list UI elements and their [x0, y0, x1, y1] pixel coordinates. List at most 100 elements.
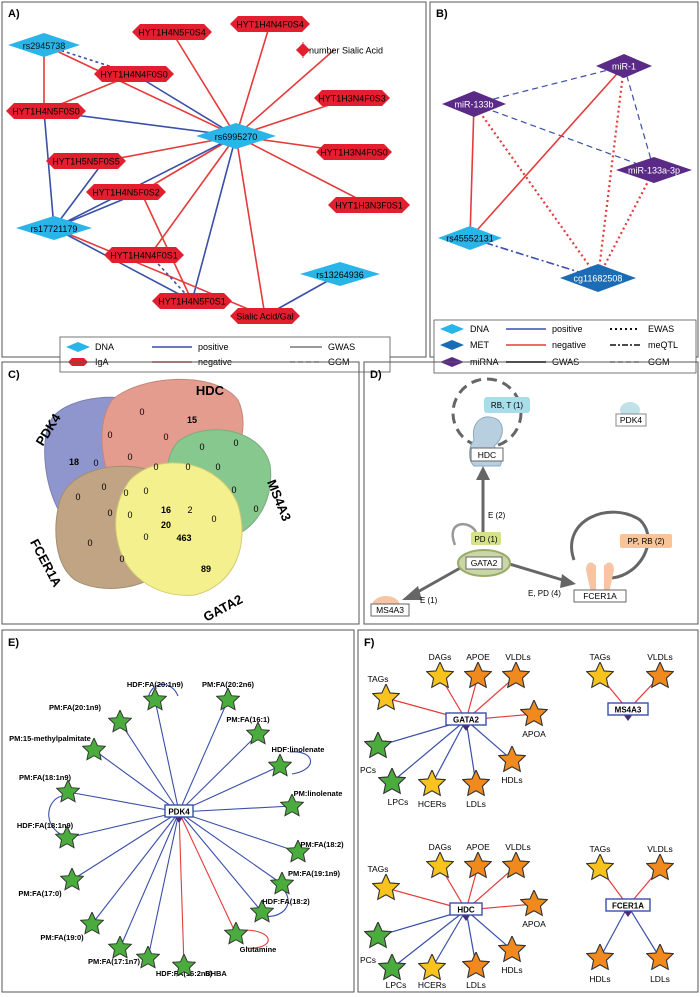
- vldls-label: VLDLs: [505, 652, 531, 662]
- metabolite-label: HDF:linolenate: [272, 745, 325, 754]
- svg-text:cg11682508: cg11682508: [574, 274, 623, 284]
- hcers-star-icon: [418, 770, 446, 796]
- svg-text:MET: MET: [470, 340, 490, 350]
- iga-node-h3n3f0s1: HYT1H3N3F0S1: [328, 197, 410, 213]
- mirna-node-mir-133b: miR-133b: [442, 91, 506, 117]
- hdls-label: HDLs: [501, 965, 522, 975]
- dna-node-rs2945738: rs2945738: [8, 33, 80, 57]
- iga-node-h3n4f0s3: HYT1H3N4F0S3: [314, 90, 390, 106]
- svg-text:rs17721179: rs17721179: [31, 224, 78, 234]
- svg-text:15: 15: [187, 415, 197, 425]
- svg-text:HYT1H4N4F0S4: HYT1H4N4F0S4: [236, 20, 304, 30]
- center-node-gata2: GATA2: [453, 716, 479, 725]
- svg-text:0: 0: [75, 492, 80, 502]
- svg-text:0: 0: [185, 462, 190, 472]
- metabolite-label: HDF:FA(20:1n9): [127, 680, 184, 689]
- center-node-ms4a3: MS4A3: [615, 706, 642, 715]
- svg-text:0: 0: [107, 508, 112, 518]
- lpcs-star-icon: [378, 768, 406, 794]
- edge-label-pprb: PP, RB (2): [620, 534, 672, 548]
- hdls-star-icon: [498, 936, 526, 962]
- center-node-pdk4: PDK4: [168, 808, 190, 817]
- metabolite-star-icon: [224, 922, 248, 945]
- hcers-star-icon: [418, 954, 446, 980]
- center-node-fcer1a: FCER1A: [612, 902, 644, 911]
- svg-text:PDK4: PDK4: [620, 415, 642, 425]
- svg-text:GATA2: GATA2: [471, 558, 498, 568]
- svg-text:20: 20: [161, 520, 171, 530]
- metabolite-label: PM:FA(19:1n9): [288, 869, 341, 878]
- svg-text:0: 0: [143, 486, 148, 496]
- svg-text:0: 0: [127, 510, 132, 520]
- panel-b-edges: [469, 65, 655, 279]
- metabolite-label: PM:linolenate: [294, 789, 343, 798]
- venn-label-gata2: GATA2: [201, 592, 245, 625]
- svg-text:89: 89: [201, 564, 211, 574]
- svg-text:0: 0: [107, 430, 112, 440]
- svg-text:MS4A3: MS4A3: [376, 605, 404, 615]
- apoe-label: APOE: [466, 842, 490, 852]
- svg-text:meQTL: meQTL: [648, 340, 678, 350]
- vldls-label: VLDLs: [647, 844, 673, 854]
- hdls-star-icon: [498, 746, 526, 772]
- svg-text:rs2945738: rs2945738: [23, 41, 66, 51]
- pcs-star-icon: [364, 732, 392, 758]
- gene-node-gata2: GATA2: [457, 549, 511, 577]
- iga-node-h4n4f0s4: HYT1H4N4F0S4: [230, 16, 310, 32]
- edge-label-e2: E (2): [488, 511, 506, 520]
- metabolite-label: PM:FA(20:2n6): [202, 680, 255, 689]
- panel-a-label: A): [8, 8, 20, 20]
- svg-text:HYT1H3N4F0S0: HYT1H3N4F0S0: [320, 148, 388, 158]
- svg-text:0: 0: [119, 554, 124, 564]
- iga-node-sialic-acid-gal: Sialic Acid/Gal: [230, 308, 300, 324]
- vldls-label: VLDLs: [505, 842, 531, 852]
- tags-star-icon: [586, 662, 614, 688]
- metabolite-star-icon: [268, 754, 292, 777]
- metabolite-label: BHBA: [205, 969, 227, 978]
- panel-b-legend: DNA MET miRNA positive negative GWAS EWA…: [433, 319, 697, 374]
- svg-text:miR-133b: miR-133b: [454, 100, 493, 110]
- met-node-cg11682508: cg11682508: [560, 264, 636, 292]
- svg-text:HYT1H4N5F0S4: HYT1H4N5F0S4: [138, 28, 206, 38]
- metabolite-label: HDF:FA(16:2n6): [156, 969, 213, 978]
- dna-legend-icon: [440, 324, 464, 334]
- lpcs-star-icon: [378, 954, 406, 980]
- metabolite-star-icon: [216, 688, 240, 711]
- panel-b: B) miR-1 miR-133b miR-133a-3p rs455521: [429, 1, 699, 374]
- panel-d: D) HDC RB, T (1) PDK4 GAT: [363, 361, 699, 625]
- met-legend-icon: [440, 340, 464, 350]
- panel-a: A): [1, 1, 427, 373]
- gene-node-pdk4: PDK4: [615, 402, 647, 427]
- metabolite-label: HDF:FA(18:2): [262, 897, 310, 906]
- edge-label-epd4: E, PD (4): [528, 589, 561, 598]
- svg-text:HYT1H4N5F0S1: HYT1H4N5F0S1: [158, 297, 226, 307]
- svg-text:HDC: HDC: [478, 450, 496, 460]
- edge-label-rbt: RB, T (1): [484, 397, 530, 413]
- ldls-star-icon: [462, 770, 490, 796]
- dna-node-rs6995270: rs6995270: [196, 123, 276, 149]
- center-node-hdc: HDC: [457, 906, 475, 915]
- dags-star-icon: [426, 662, 454, 688]
- metabolite-star-icon: [56, 780, 80, 803]
- svg-text:0: 0: [211, 514, 216, 524]
- svg-text:B): B): [436, 8, 448, 20]
- metabolite-star-icon: [108, 710, 132, 733]
- svg-text:0: 0: [153, 462, 158, 472]
- svg-text:0: 0: [215, 462, 220, 472]
- svg-text:C): C): [8, 369, 20, 381]
- svg-text:0: 0: [253, 504, 258, 514]
- iga-node-h5n5f0s5: HYT1H5N5F0S5: [46, 153, 126, 169]
- svg-text:0: 0: [93, 458, 98, 468]
- venn-label-ms4a3: MS4A3: [264, 477, 294, 523]
- svg-text:D): D): [370, 369, 382, 381]
- panel-a-legend: DNA IgA positive negative GWAS GGM: [59, 336, 391, 373]
- vldls-star-icon: [646, 662, 674, 688]
- hdls-star-icon: [586, 944, 614, 970]
- svg-text:miR-1: miR-1: [612, 62, 636, 72]
- svg-text:number Sialic Acid: number Sialic Acid: [309, 46, 383, 56]
- svg-text:F): F): [364, 637, 375, 649]
- svg-text:0: 0: [101, 482, 106, 492]
- svg-text:0: 0: [231, 485, 236, 495]
- svg-text:GWAS: GWAS: [328, 342, 355, 352]
